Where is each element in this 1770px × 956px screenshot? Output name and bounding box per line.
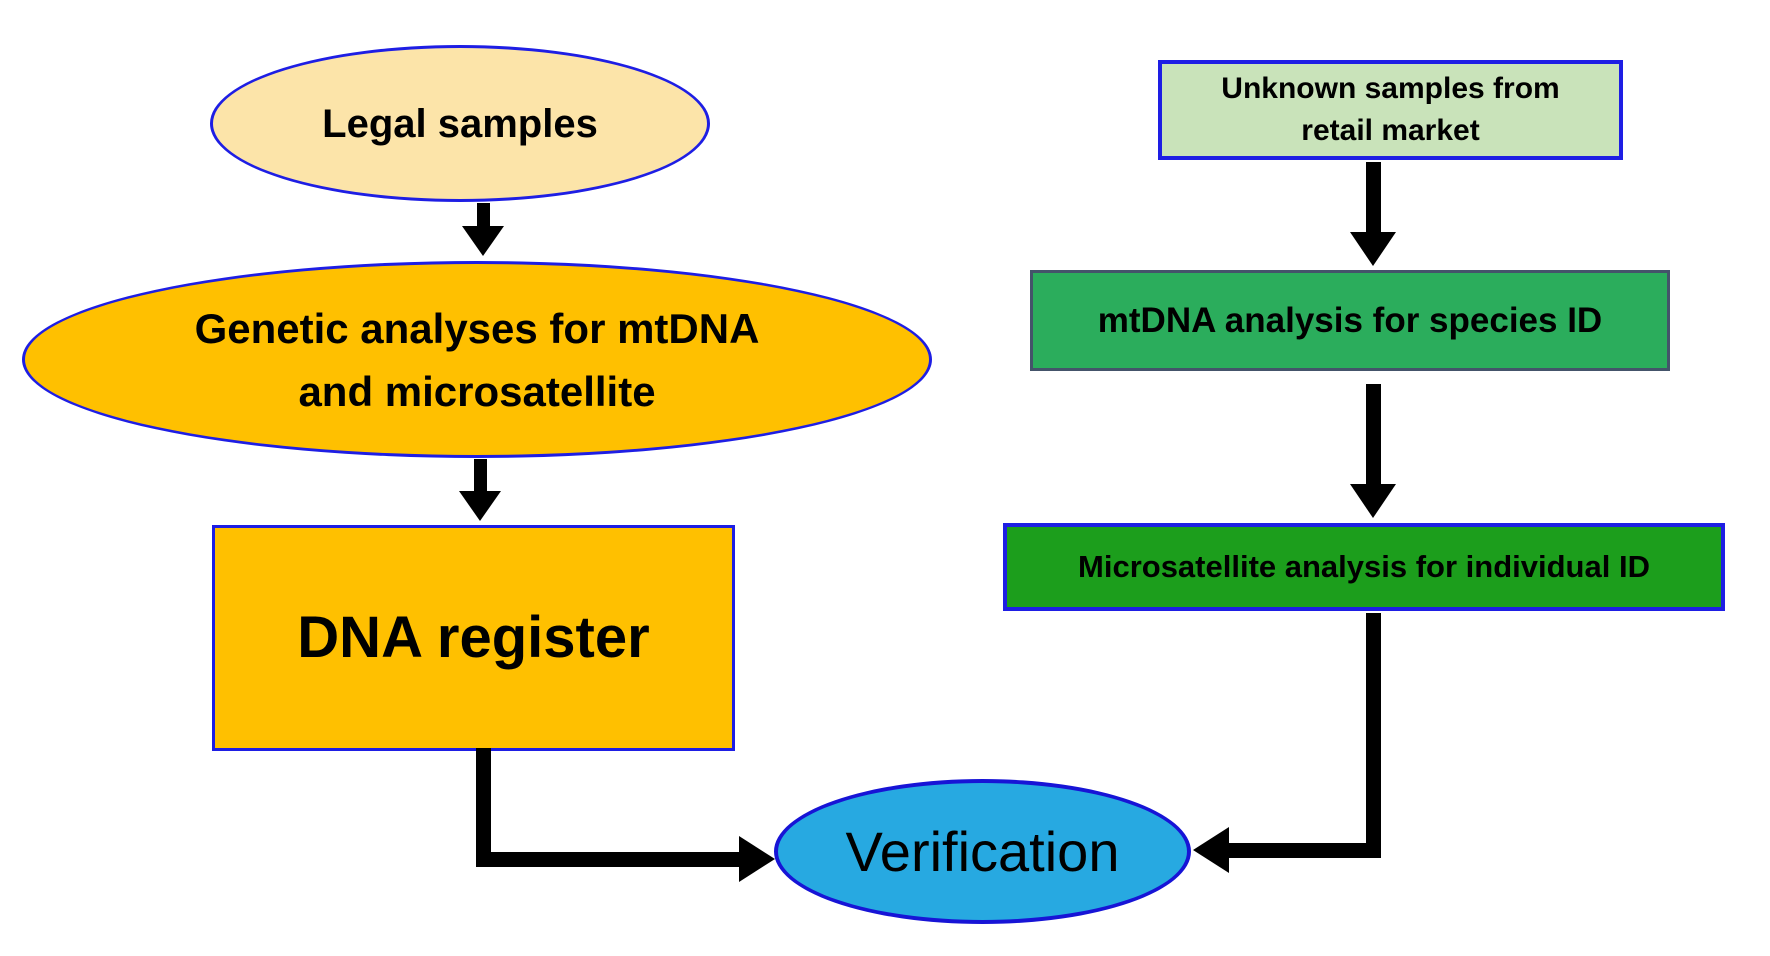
node-unknown-samples: Unknown samples from retail market xyxy=(1158,60,1623,160)
arrow-register-to-verification-vertical xyxy=(476,748,491,867)
node-microsatellite-analysis: Microsatellite analysis for individual I… xyxy=(1003,523,1725,611)
node-genetic-analyses-label: Genetic analyses for mtDNA and microsate… xyxy=(194,304,760,415)
arrow-unknown-to-mtdna-head xyxy=(1350,232,1396,266)
arrow-mtdna-to-microsatellite-head xyxy=(1350,484,1396,518)
node-unknown-samples-label: Unknown samples from retail market xyxy=(1221,72,1560,147)
node-microsatellite-analysis-label: Microsatellite analysis for individual I… xyxy=(1078,549,1650,585)
node-mtdna-analysis: mtDNA analysis for species ID xyxy=(1030,270,1670,371)
arrow-genetic-to-register-shaft xyxy=(474,459,487,493)
node-mtdna-analysis-label: mtDNA analysis for species ID xyxy=(1097,300,1603,340)
arrow-microsatellite-to-verification-vertical xyxy=(1366,613,1381,858)
arrow-unknown-to-mtdna-shaft xyxy=(1366,162,1381,234)
node-dna-register: DNA register xyxy=(212,525,735,751)
node-verification-label: Verification xyxy=(845,819,1120,883)
node-verification: Verification xyxy=(774,779,1191,924)
arrow-mtdna-to-microsatellite-shaft xyxy=(1366,384,1381,486)
arrow-legal-to-genetic-shaft xyxy=(477,203,490,228)
node-legal-samples: Legal samples xyxy=(210,45,710,202)
arrow-microsatellite-to-verification-head xyxy=(1193,827,1229,873)
node-legal-samples-label: Legal samples xyxy=(322,101,598,146)
node-dna-register-label: DNA register xyxy=(297,604,650,670)
arrow-legal-to-genetic-head xyxy=(462,226,504,256)
arrow-register-to-verification-head xyxy=(739,836,775,882)
node-genetic-analyses: Genetic analyses for mtDNA and microsate… xyxy=(22,261,932,458)
arrow-register-to-verification-horizontal xyxy=(476,852,739,867)
arrow-genetic-to-register-head xyxy=(459,491,501,521)
arrow-microsatellite-to-verification-horizontal xyxy=(1229,843,1381,858)
